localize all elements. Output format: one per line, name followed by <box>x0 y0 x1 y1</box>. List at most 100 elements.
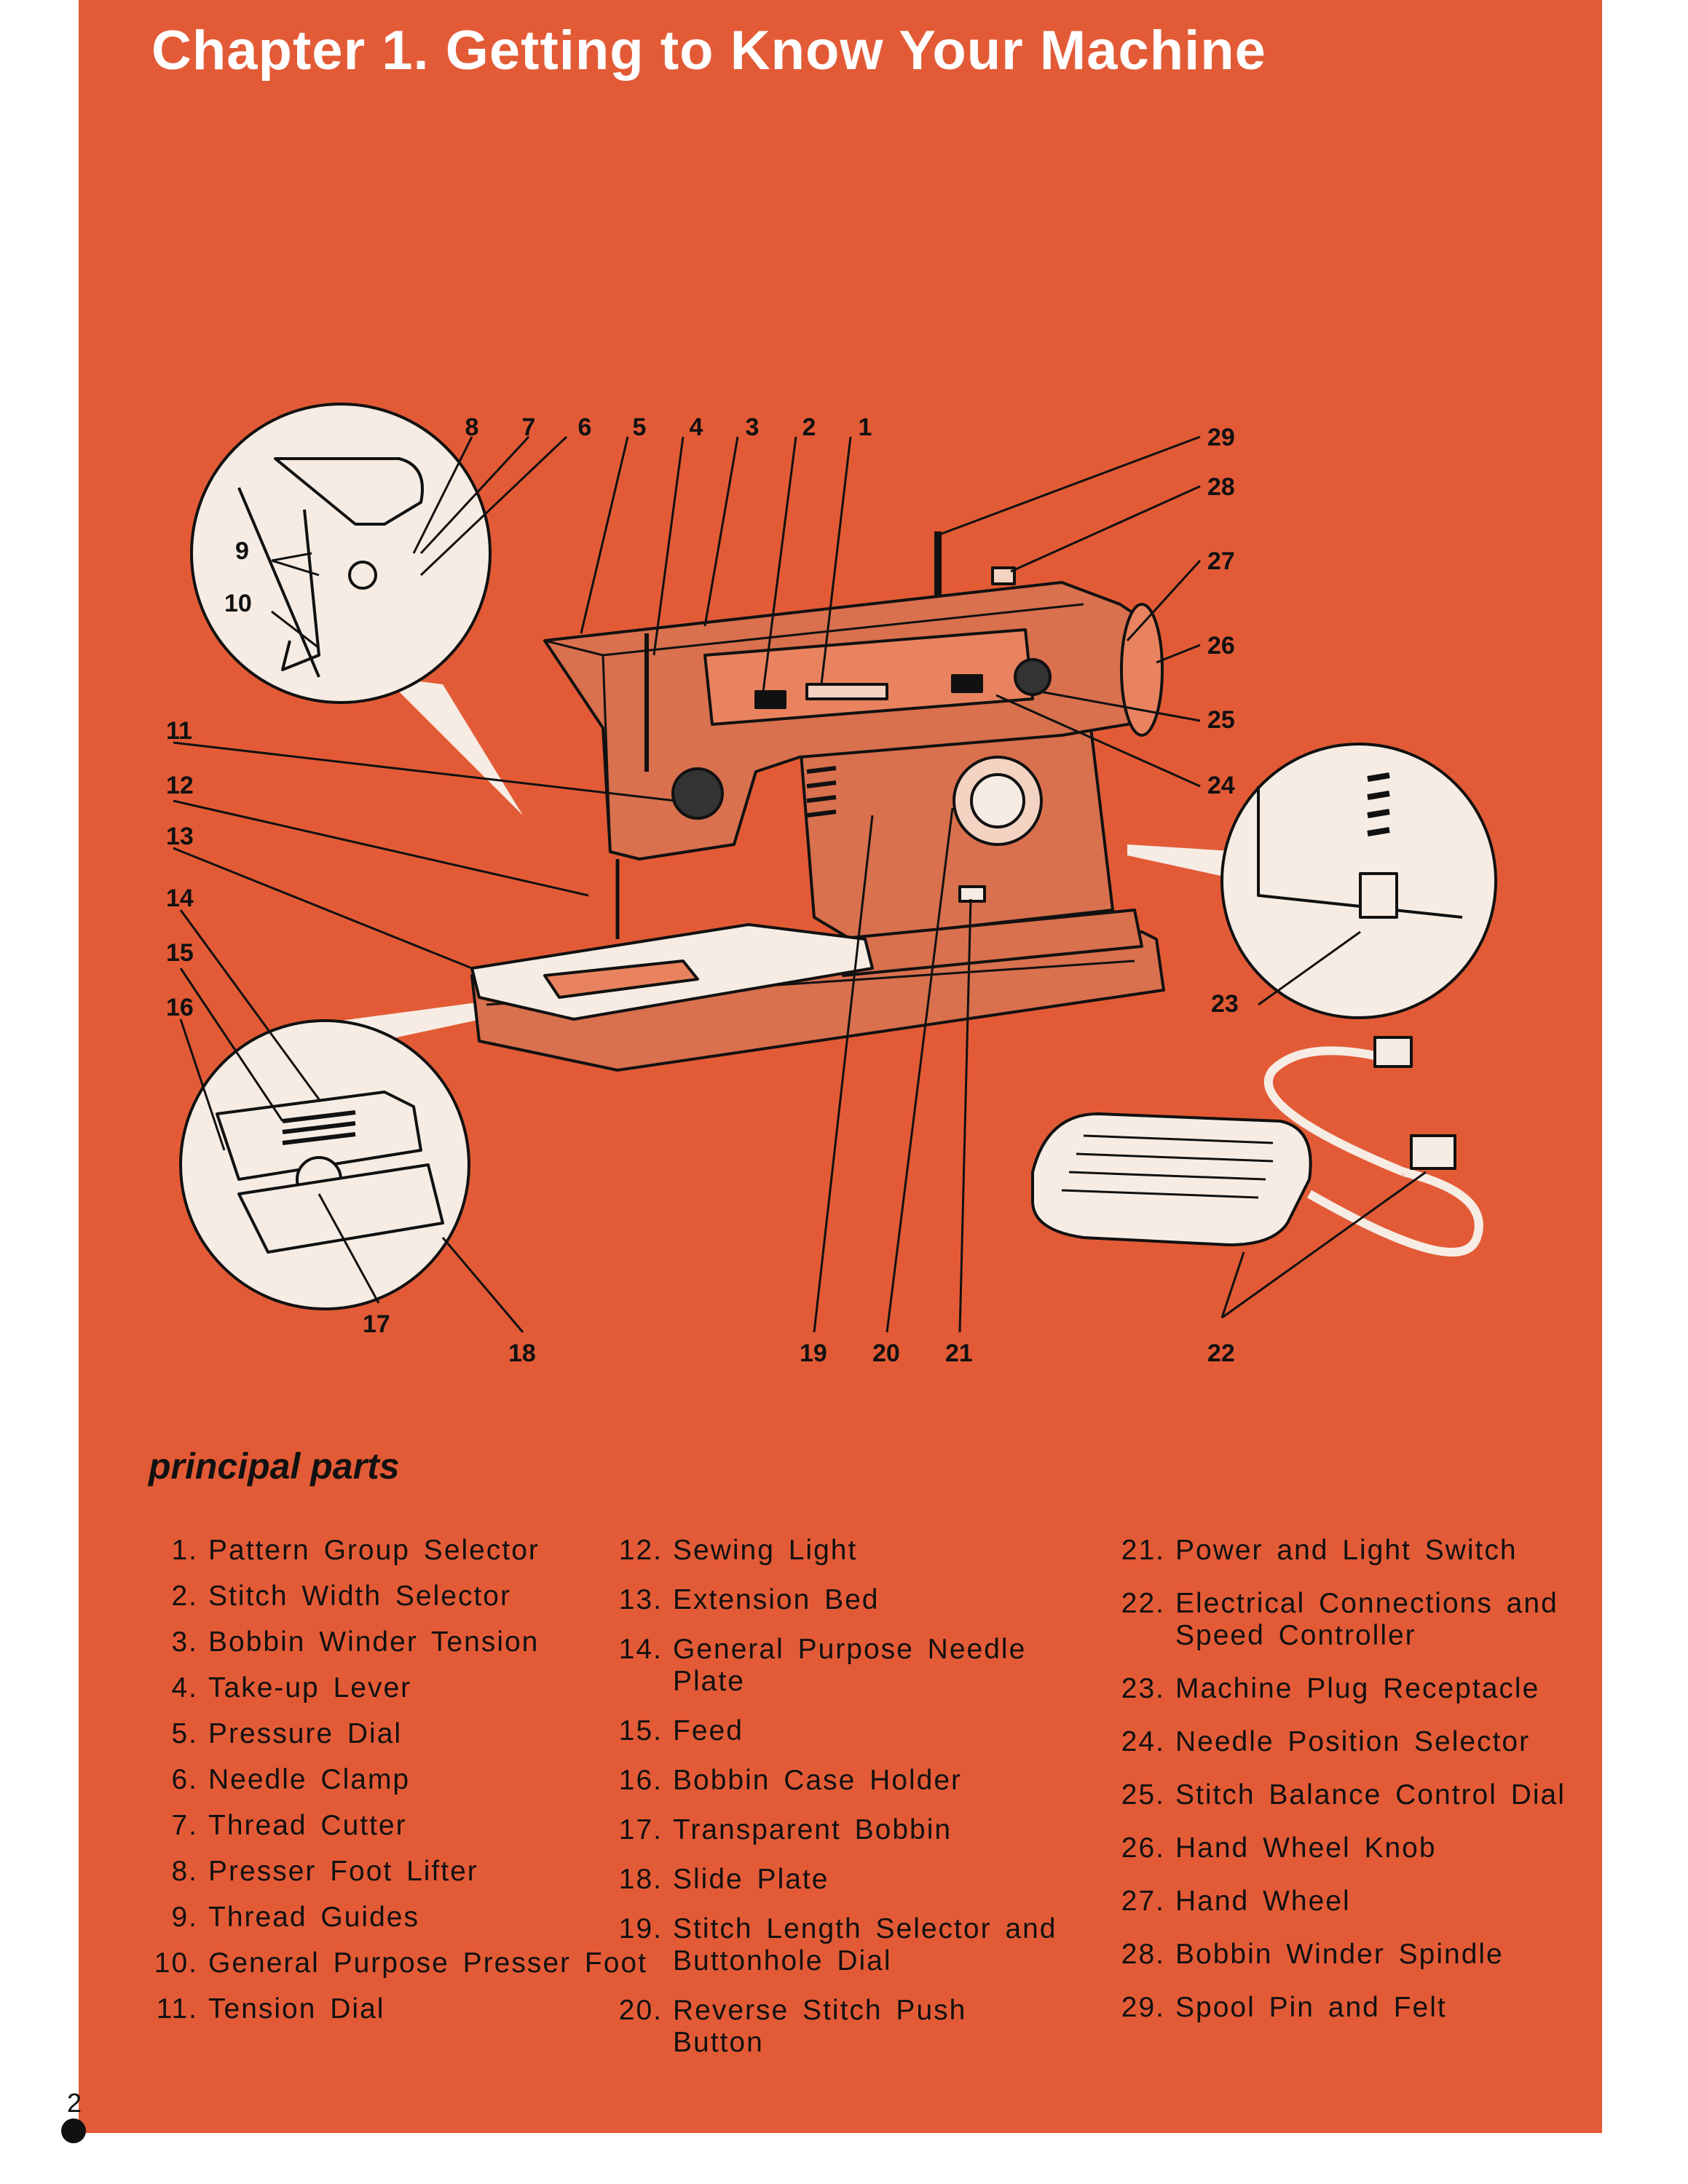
part-item: 19.Stitch Length Selector and Buttonhole… <box>610 1913 1066 1977</box>
callout-14: 14 <box>166 885 194 912</box>
part-name: Thread Cutter <box>208 1810 407 1841</box>
part-item: 13.Extension Bed <box>610 1584 1120 1616</box>
part-name: Stitch Length Selector and Buttonhole Di… <box>673 1913 1057 1977</box>
part-item: 24.Needle Position Selector <box>1113 1726 1602 1758</box>
parts-list-column-1: 1. Pattern Group Selector 2.Stitch Width … <box>146 1535 655 2025</box>
part-number: 25. <box>1121 1779 1165 1811</box>
part-item: 3.Bobbin Winder Tension <box>146 1626 655 1658</box>
part-number: 26. <box>1121 1832 1165 1864</box>
part-item: 11. Tension Dial <box>146 1993 655 2025</box>
part-name: Power and Light Switch <box>1175 1535 1518 1566</box>
part-name: Transparent Bobbin <box>673 1814 953 1845</box>
callout-15: 15 <box>166 939 194 967</box>
callout-7: 7 <box>522 414 536 441</box>
callout-28: 28 <box>1207 473 1235 501</box>
page-marker-dot <box>61 2118 86 2143</box>
part-number: 14. <box>618 1634 663 1665</box>
controller-plug <box>1410 1134 1456 1170</box>
callout-24: 24 <box>1207 772 1235 799</box>
part-name: Slide Plate <box>673 1864 829 1895</box>
part-item: 28.Bobbin Winder Spindle <box>1113 1939 1602 1971</box>
part-item: 23. Machine Plug Receptacle <box>1113 1673 1602 1705</box>
part-name: Stitch Width Selector <box>208 1580 511 1612</box>
callout-25: 25 <box>1207 706 1235 734</box>
part-name: Electrical Connections and Speed Control… <box>1175 1588 1558 1651</box>
part-number: 29. <box>1121 1992 1165 2023</box>
part-number: 6. <box>171 1764 198 1795</box>
part-item: 8. Presser Foot Lifter <box>146 1856 655 1888</box>
part-name: Hand Wheel <box>1175 1886 1351 1917</box>
part-name: Tension Dial <box>208 1993 385 2025</box>
part-name: Presser Foot Lifter <box>208 1856 478 1887</box>
part-item: 1. Pattern Group Selector <box>146 1535 655 1567</box>
section-heading: principal parts <box>149 1446 400 1487</box>
part-name: Feed <box>673 1715 744 1746</box>
part-name: Machine Plug Receptacle <box>1175 1673 1540 1704</box>
part-name: Hand Wheel Knob <box>1175 1832 1437 1864</box>
callout-9: 9 <box>235 537 249 565</box>
power-switch <box>958 885 986 903</box>
part-item: 20.Reverse Stitch Push Button <box>610 1995 1037 2059</box>
part-name: General Purpose Needle Plate <box>673 1634 1027 1697</box>
callout-2: 2 <box>802 414 816 441</box>
callout-18: 18 <box>508 1340 536 1367</box>
part-item: 25. Stitch Balance Control Dial <box>1113 1779 1583 1811</box>
part-item: 4.Take-up Lever <box>146 1672 655 1704</box>
part-number: 12. <box>618 1535 663 1566</box>
callout-6: 6 <box>578 414 592 441</box>
part-name: Pattern Group Selector <box>208 1535 540 1566</box>
callout-26: 26 <box>1207 632 1235 660</box>
part-item: 2.Stitch Width Selector <box>146 1580 655 1613</box>
part-number: 18. <box>618 1864 663 1895</box>
callout-16: 16 <box>166 994 194 1021</box>
part-number: 28. <box>1121 1939 1165 1970</box>
chapter-title: Chapter 1. Getting to Know Your Machine <box>151 20 1266 82</box>
callout-10: 10 <box>224 590 252 617</box>
part-number: 5. <box>171 1718 198 1749</box>
part-item: 14. General Purpose Needle Plate <box>610 1634 1081 1698</box>
callout-22: 22 <box>1207 1340 1235 1367</box>
part-name: Spool Pin and Felt <box>1175 1992 1447 2023</box>
part-item: 7. Thread Cutter <box>146 1810 655 1842</box>
callout-12: 12 <box>166 772 194 799</box>
part-number: 9. <box>171 1902 198 1933</box>
part-number: 11. <box>156 1993 198 2025</box>
part-name: Sewing Light <box>673 1535 858 1566</box>
stitch-balance-dial <box>1014 658 1052 696</box>
callout-1: 1 <box>859 414 872 441</box>
part-number: 16. <box>618 1765 663 1796</box>
part-name: Pressure Dial <box>208 1718 403 1749</box>
callout-4: 4 <box>690 414 703 441</box>
manual-page: Chapter 1. Getting to Know Your Machine <box>79 0 1602 2133</box>
part-number: 7. <box>171 1810 198 1841</box>
part-item: 12. Sewing Light <box>610 1535 1120 1567</box>
callout-8: 8 <box>465 414 479 441</box>
part-name: Stitch Balance Control Dial <box>1175 1779 1566 1811</box>
callout-17: 17 <box>363 1310 390 1338</box>
part-item: 16.Bobbin Case Holder <box>610 1765 1120 1797</box>
foot-controller <box>1031 1112 1312 1246</box>
part-number: 22. <box>1121 1588 1165 1619</box>
part-item: 10.General Purpose Presser Foot <box>146 1947 655 1979</box>
part-number: 10. <box>154 1947 198 1979</box>
part-number: 24. <box>1121 1726 1165 1757</box>
part-number: 4. <box>171 1672 198 1704</box>
part-number: 1. <box>171 1535 198 1566</box>
part-number: 21. <box>1121 1535 1165 1566</box>
part-item: 21. Power and Light Switch <box>1113 1535 1602 1567</box>
part-name: Reverse Stitch Push Button <box>673 1995 967 2058</box>
callout-27: 27 <box>1207 547 1235 575</box>
part-item: 27.Hand Wheel <box>1113 1886 1602 1918</box>
part-number: 17. <box>618 1814 663 1845</box>
bobbin-winder-spindle <box>991 566 1016 585</box>
wall-plug <box>1373 1036 1413 1068</box>
tension-dial <box>671 767 724 820</box>
part-number: 8. <box>171 1856 198 1887</box>
parts-list-column-2: 12. Sewing Light 13.Extension Bed 14. Gene… <box>610 1535 1120 2059</box>
sewing-machine-diagram: 8 7 6 5 4 3 2 1 29 28 27 26 25 24 9 10 1… <box>166 403 1497 1367</box>
part-number: 23. <box>1121 1673 1165 1704</box>
part-name: Needle Clamp <box>208 1764 411 1795</box>
part-number: 15. <box>618 1715 663 1746</box>
part-item: 18. Slide Plate <box>610 1864 1120 1896</box>
part-name: Bobbin Winder Tension <box>208 1626 540 1658</box>
